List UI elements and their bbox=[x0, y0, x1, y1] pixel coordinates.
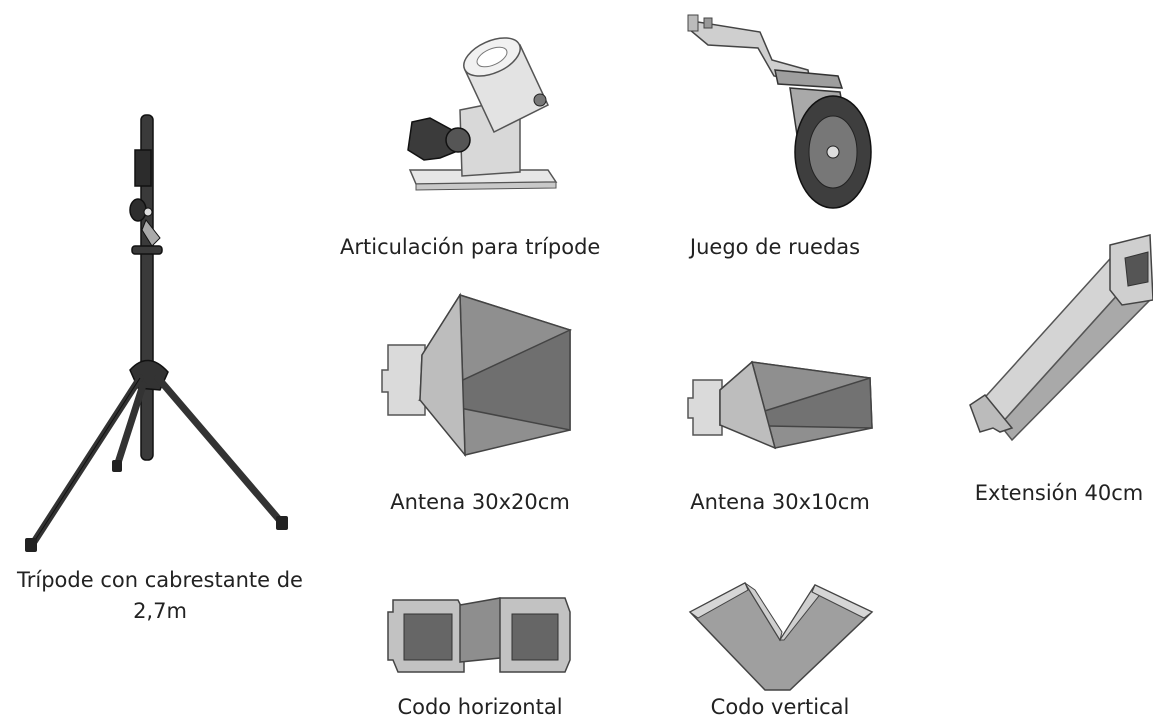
antenna-30x10-label: Antena 30x10cm bbox=[690, 490, 870, 514]
vertical-elbow-label: Codo vertical bbox=[710, 695, 850, 719]
extension-label: Extensión 40cm bbox=[974, 481, 1144, 505]
horizontal-elbow-label: Codo horizontal bbox=[397, 695, 563, 719]
tripod-illustration bbox=[25, 114, 288, 552]
antenna-30x20-label: Antena 30x20cm bbox=[390, 490, 570, 514]
tripod-joint-label: Articulación para trípode bbox=[340, 235, 601, 259]
wheels-label: Juego de ruedas bbox=[689, 235, 861, 259]
tripod-label: Trípode con cabrestante de 2,7m bbox=[17, 568, 303, 623]
